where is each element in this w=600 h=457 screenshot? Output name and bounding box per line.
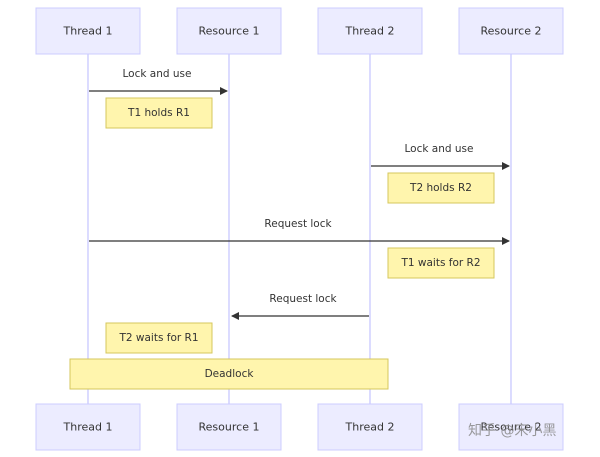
note-t1-holds-r1: T1 holds R1 [105, 97, 213, 129]
message-label-3: Request lock [264, 218, 332, 230]
actor-resource-1-bottom: Resource 1 [176, 403, 282, 451]
actor-label-resource-1-bottom: Resource 1 [199, 421, 260, 434]
note-t1-waits-for-r2: T1 waits for R2 [387, 247, 495, 279]
note-label-t1-waits-for-r2: T1 waits for R2 [400, 257, 480, 269]
actor-resource-1-top: Resource 1 [176, 7, 282, 55]
actor-resource-2-bottom: Resource 2 [458, 403, 564, 451]
actor-label-thread-1-bottom: Thread 1 [63, 421, 113, 434]
actor-thread-1-bottom: Thread 1 [35, 403, 141, 451]
message-lock-and-use-1: Lock and use [89, 68, 228, 95]
watermark-text: 知乎 @宋小黑 [468, 422, 556, 439]
actor-label-resource-1-top: Resource 1 [199, 25, 260, 38]
actor-thread-2-bottom: Thread 2 [317, 403, 423, 451]
message-label-2: Lock and use [405, 143, 474, 155]
message-label-4: Request lock [269, 293, 337, 305]
actor-label-resource-2-bottom: Resource 2 [481, 421, 542, 434]
note-label-t1-holds-r1: T1 holds R1 [127, 107, 190, 119]
actor-label-thread-1-top: Thread 1 [63, 25, 113, 38]
actor-label-thread-2-top: Thread 2 [345, 25, 395, 38]
message-request-lock-1: Request lock [89, 218, 510, 245]
note-t2-holds-r2: T2 holds R2 [387, 172, 495, 204]
actor-thread-1-top: Thread 1 [35, 7, 141, 55]
note-t2-waits-for-r1: T2 waits for R1 [105, 322, 213, 354]
note-label-deadlock: Deadlock [205, 368, 255, 380]
message-request-lock-2: Request lock [231, 293, 369, 320]
note-label-t2-holds-r2: T2 holds R2 [409, 182, 472, 194]
actor-label-resource-2-top: Resource 2 [481, 25, 542, 38]
actor-resource-2-top: Resource 2 [458, 7, 564, 55]
note-deadlock: Deadlock [69, 358, 389, 390]
note-label-t2-waits-for-r1: T2 waits for R1 [118, 332, 198, 344]
message-lock-and-use-2: Lock and use [371, 143, 510, 170]
message-label-1: Lock and use [123, 68, 192, 80]
actor-label-thread-2-bottom: Thread 2 [345, 421, 395, 434]
actor-thread-2-top: Thread 2 [317, 7, 423, 55]
